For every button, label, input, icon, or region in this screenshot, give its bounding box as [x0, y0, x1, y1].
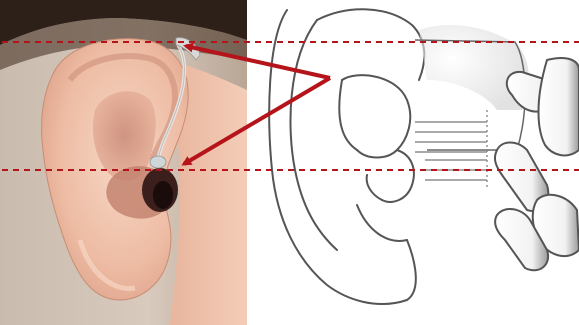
- ear-line-drawing: [247, 0, 579, 325]
- ear-photo-illustration: [0, 0, 247, 325]
- drawing-outer-ear: [269, 10, 416, 304]
- ear-photo: [0, 0, 247, 325]
- ear-drawing-illustration: [247, 0, 579, 325]
- hearing-aid-ear-tip: [150, 156, 166, 168]
- drawing-fingers: [495, 58, 579, 270]
